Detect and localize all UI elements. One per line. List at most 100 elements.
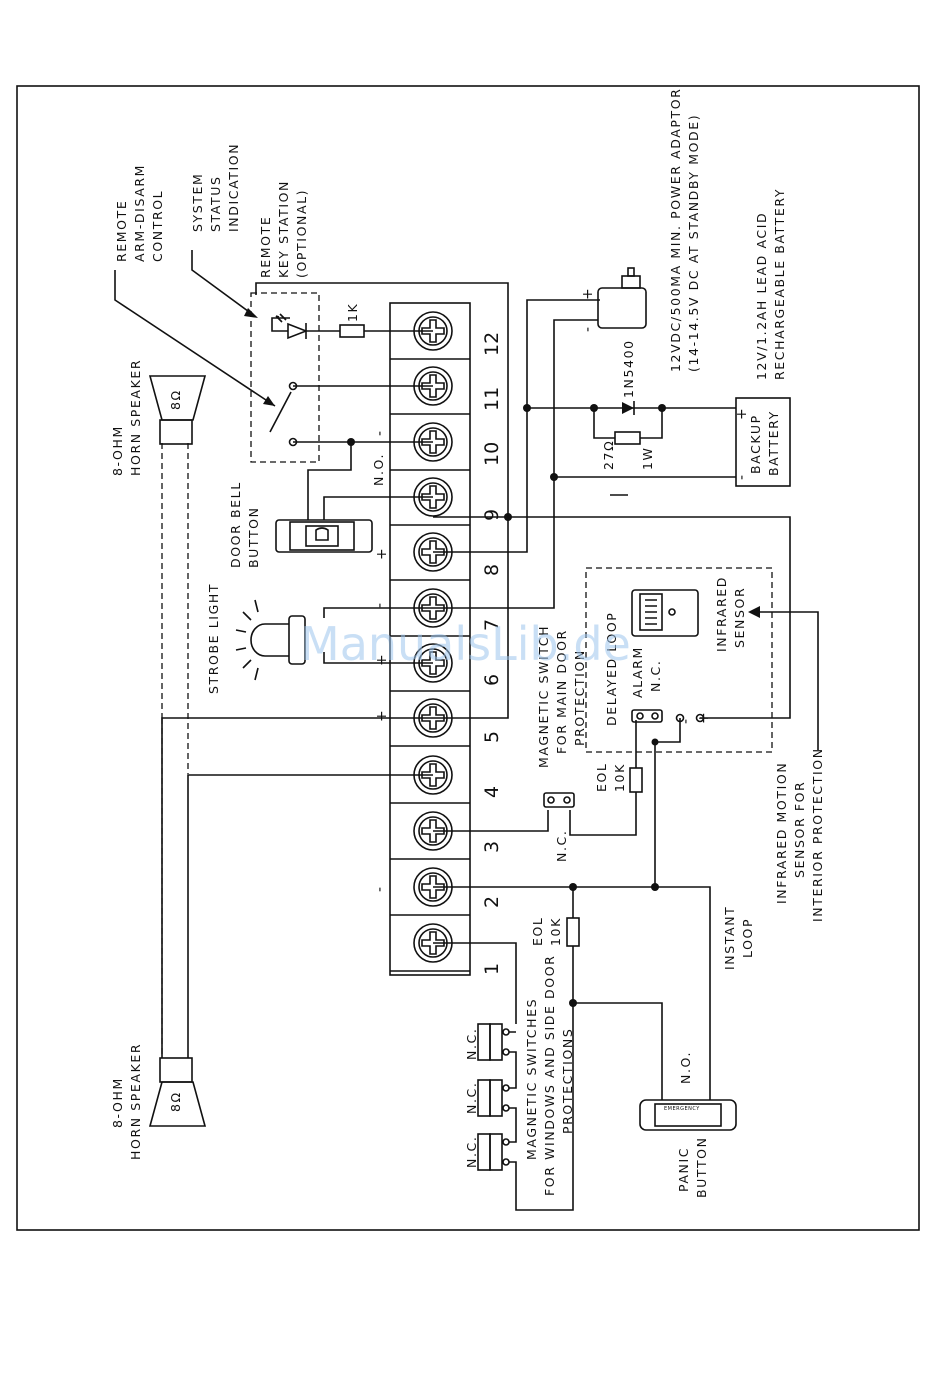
resistor-1k [339,324,365,338]
no-label: N.O. [371,453,386,486]
power-adaptor-label: 12VDC/500MA MIN. POWER ADAPTOR [668,88,683,372]
horn-symbol: 8Ω [168,389,183,410]
arm-disarm-pointer [114,270,276,407]
watermark: ManualsLib.de [300,617,631,671]
eol2-label: 10K [548,917,563,946]
diode-label: 1N5400 [621,339,636,398]
battery-spec-label: RECHARGEABLE BATTERY [772,188,787,380]
delayed-loop-label: DELAYED LOOP [604,612,619,726]
terminal-number-9: 9 [481,509,503,521]
mag-main-label: PROTECTION [572,649,587,746]
terminal-number-2: 2 [481,896,503,908]
terminal-number-4: 4 [481,786,503,798]
plus-sign: + [580,288,596,300]
mag-windows-label: PROTECTIONS [560,1028,575,1134]
panic-button-label: BUTTON [694,1136,709,1198]
magnetic-switch-main-door [543,792,575,808]
backup-battery-label: BACKUP [748,414,763,474]
remote-arm-disarm-label: ARM-DISARM [132,164,147,262]
status-pointer [191,250,257,318]
infrared-sensor-label: SENSOR [732,587,747,648]
strobe-light [235,599,306,681]
key-station-label: REMOTE [258,216,273,278]
remote-arm-disarm-label: CONTROL [150,190,165,262]
instant-loop-label: INSTANT [722,906,737,970]
terminal-number-1: 1 [481,963,503,975]
door-bell-label: BUTTON [246,506,261,568]
panic-button: EMERGENCY [639,1099,737,1131]
remote-key-station-box [250,292,320,463]
no-label: N.O. [678,1051,693,1084]
horn-speaker-bottom: 8Ω [148,1057,207,1127]
plus-sign: + [734,408,750,420]
remote-arm-disarm-label: REMOTE [114,200,129,262]
infrared-motion-label: INFRARED MOTION [774,762,789,904]
backup-battery [735,397,791,487]
text-labels: REMOTE ARM-DISARM CONTROL SYSTEM STATUS … [110,88,825,1198]
alarm-contact [631,709,705,723]
plus-sign: + [374,654,390,666]
power-adaptor-label: (14-14.5V DC AT STANDBY MODE) [686,114,701,372]
minus-sign: - [372,887,388,892]
wires [161,282,819,1211]
minus-sign: - [678,719,694,724]
led-symbol [275,313,309,340]
diagram-frame [16,85,920,1231]
terminal-numbers: 1 2 3 4 5 6 7 8 9 10 11 12 [481,332,503,975]
key-station-label: KEY STATION [276,180,291,278]
terminal-number-10: 10 [481,442,503,466]
panic-button-label: PANIC [676,1147,691,1192]
door-bell-label: DOOR BELL [228,481,243,568]
screw-terminal-3 [390,811,470,860]
eol-resistor-2 [566,917,580,947]
screw-terminal-11 [390,366,470,415]
terminal-number-12: 12 [481,332,503,356]
horn-top-label: 8-OHM [110,425,125,476]
battery-spec-label: 12V/1.2AH LEAD ACID [754,212,769,380]
emergency-label: EMERGENCY [664,1106,700,1112]
eol-resistor-1 [629,767,643,793]
resistor-27-ohm [614,431,641,445]
horn-bottom-label: HORN SPEAKER [128,1043,143,1160]
delayed-loop-box [585,567,773,753]
minus-sign: - [734,475,750,480]
mag-main-label: MAGNETIC SWITCH [536,625,551,768]
instant-loop-label: LOOP [740,918,755,958]
nc-label: N.C. [464,1082,479,1114]
eol1-label: 10K [612,763,627,792]
mag-windows-label: FOR WINDOWS AND SIDE DOOR [542,955,557,1196]
door-bell-button [275,519,373,553]
mag-windows-label: MAGNETIC SWITCHES [524,998,539,1160]
terminal-number-11: 11 [481,387,503,411]
system-status-label: STATUS [208,176,223,233]
infrared-sensor [631,589,699,637]
minus-sign: - [372,431,388,436]
diode-1n5400 [622,401,635,415]
terminal-number-7: 7 [481,619,503,631]
horn-bottom-label: 8-OHM [110,1077,125,1128]
system-status-label: INDICATION [226,143,241,232]
system-status-label: SYSTEM [190,173,205,232]
screw-terminal-1 [390,923,470,972]
plus-sign: + [374,710,390,722]
horn-speaker-top: 8Ω [148,375,207,445]
screw-terminal-9 [390,477,470,526]
plus-sign: + [374,548,390,560]
resistor-27-label: 27Ω [601,440,616,470]
minus-sign: - [580,327,596,332]
terminal-number-3: 3 [481,841,503,853]
backup-battery-label: BATTERY [766,410,781,476]
infrared-motion-label: SENSOR FOR [792,781,807,878]
key-station-label: (OPTIONAL) [294,189,309,278]
alarm-label: ALARM [630,646,645,698]
screw-terminal-2 [390,867,470,916]
nc-label: N.C. [464,1136,479,1168]
screw-terminal-4 [390,755,470,804]
nc-label: N.C. [464,1028,479,1060]
infrared-sensor-label: INFRARED [714,576,729,652]
power-adaptor [597,267,647,329]
strobe-label: STROBE LIGHT [206,583,221,694]
resistor-1w-label: 1W [640,446,655,470]
arm-disarm-switch [269,381,298,447]
alarm-nc-label: N.C. [648,660,663,692]
